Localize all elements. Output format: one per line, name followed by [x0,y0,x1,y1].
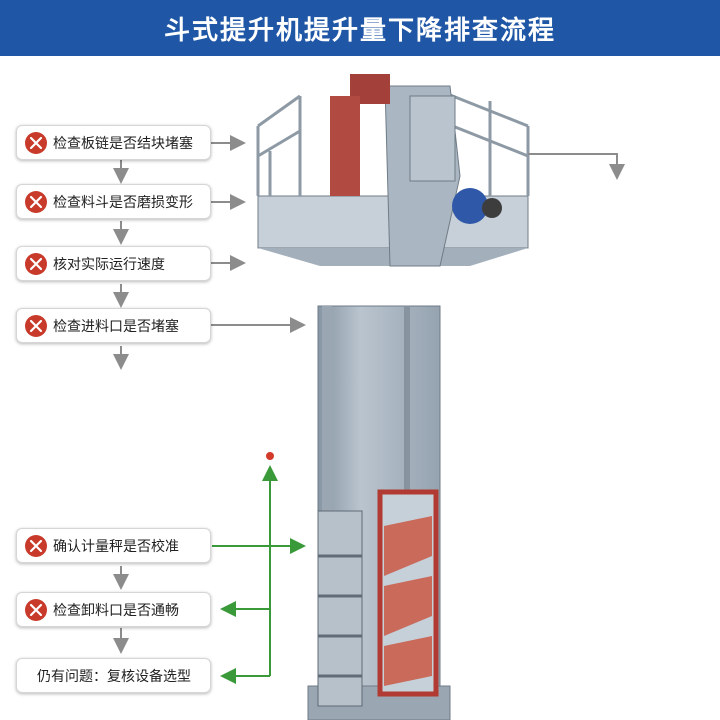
tools-icon [25,314,47,337]
step-label: 检查板链是否结块堵塞 [53,135,193,152]
tools-icon [25,598,47,621]
step-check-inlet: 检查进料口是否堵塞 [16,308,211,343]
connector-arrow [528,153,625,180]
bucket-elevator-illustration [113,74,625,720]
step-review-selection: 仍有问题：复核设备选型 [16,658,211,693]
step-check-speed: 核对实际运行速度 [16,246,211,281]
diagram-area: 检查板链是否结块堵塞 检查料斗是否磨损变形 核对实际运行速度 检查进料口是否堵塞… [0,56,720,720]
page-title: 斗式提升机提升量下降排查流程 [163,15,556,46]
step-label: 仍有问题：复核设备选型 [37,668,191,685]
step-label: 确认计量秤是否校准 [53,538,179,555]
drive-motor [452,188,488,224]
step-label: 核对实际运行速度 [53,256,165,273]
step-label: 检查料斗是否磨损变形 [53,194,193,211]
step-check-scale: 确认计量秤是否校准 [16,528,211,563]
step-label: 检查卸料口是否通畅 [53,602,179,619]
step-check-bucket: 检查料斗是否磨损变形 [16,184,211,219]
tools-icon [25,534,47,557]
step-check-chain: 检查板链是否结块堵塞 [16,125,211,160]
step-check-outlet: 检查卸料口是否通畅 [16,592,211,627]
step-label: 检查进料口是否堵塞 [53,318,179,335]
tools-icon [25,131,47,154]
head-housing [409,95,456,182]
header-banner: 斗式提升机提升量下降排查流程 [0,0,720,56]
tools-icon [25,252,47,275]
green-arrow-dot [266,452,274,460]
tools-icon [25,190,47,213]
